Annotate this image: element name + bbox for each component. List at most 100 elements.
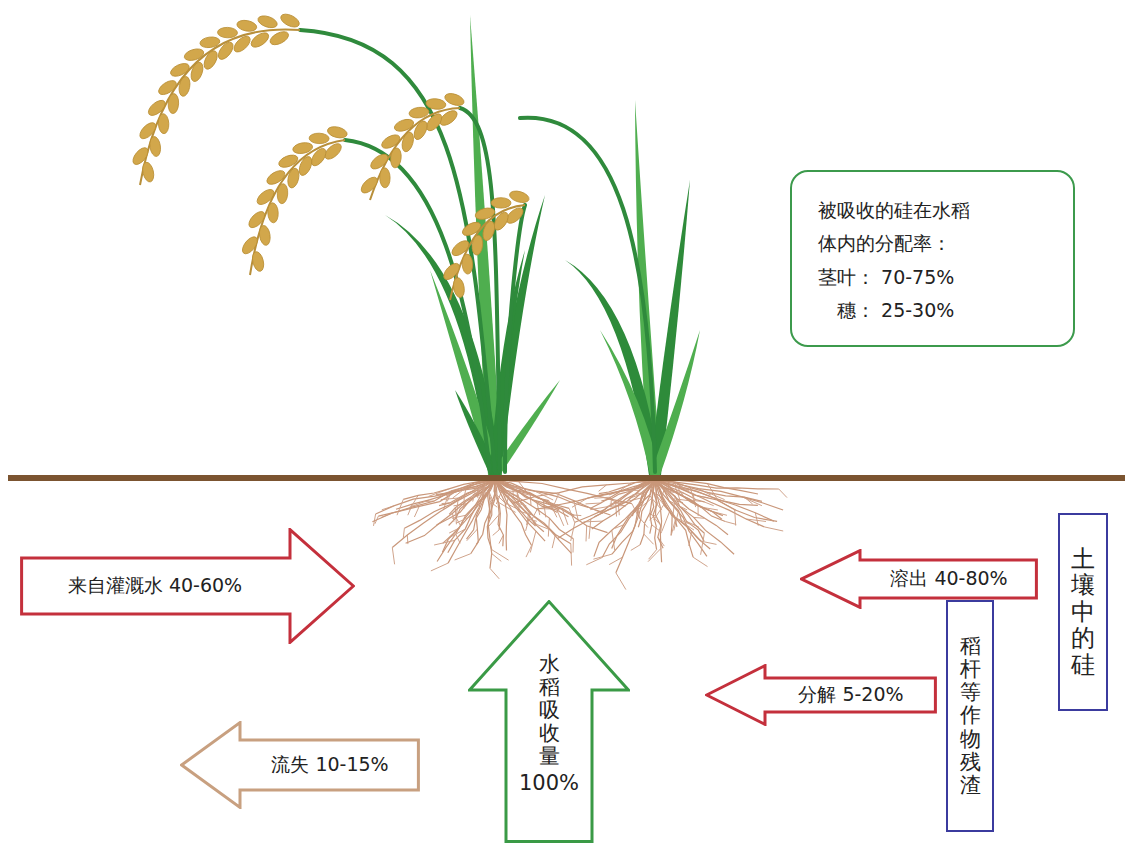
root-branch <box>648 549 661 562</box>
root-branch <box>586 526 588 542</box>
root-branch <box>573 539 574 553</box>
rice-grain <box>268 29 291 47</box>
rice-grain <box>279 11 302 29</box>
root-strand <box>376 480 495 514</box>
rice-grain <box>267 203 278 224</box>
node-label: 茎叶： 70-75% <box>818 261 1053 294</box>
node-label: 来自灌溉水 40-60% <box>68 573 242 599</box>
rice-grain <box>251 251 266 273</box>
panicle-axis <box>450 205 525 300</box>
root-branch <box>725 522 736 525</box>
panicle-stem <box>300 30 495 472</box>
arrow-text-area: 分解 5-20% <box>765 678 937 712</box>
root-branch <box>375 516 379 524</box>
root-branch <box>701 533 705 555</box>
rice-grain <box>236 19 258 33</box>
uptake-arrow: 水稻吸收量100% <box>468 600 630 843</box>
panicle-axis <box>250 140 345 275</box>
rice-grain <box>326 125 348 140</box>
root-branch <box>392 548 394 565</box>
root-strand <box>437 480 495 562</box>
root-branch <box>548 518 549 537</box>
rice-grain <box>178 76 192 98</box>
root-strand <box>487 480 495 568</box>
rice-grain <box>292 141 314 155</box>
rice-grain <box>286 167 301 189</box>
rice-grain <box>256 14 278 30</box>
rice-grain <box>189 61 205 83</box>
rice-roots <box>372 480 787 590</box>
root-branch <box>626 490 639 491</box>
inflow-arrow: 分解 5-20% <box>705 664 937 726</box>
root-branch <box>735 510 736 526</box>
rice-leaf <box>650 330 700 475</box>
root-branch <box>552 535 555 549</box>
panicle-stem <box>505 205 525 472</box>
inflow-arrow: 溶出 40-80% <box>800 549 1038 609</box>
inflow-arrow: 来自灌溉水 40-60% <box>20 528 355 644</box>
root-strand <box>655 480 723 516</box>
root-branch <box>455 554 471 560</box>
root-branch <box>764 527 783 531</box>
rice-grain <box>491 198 511 209</box>
root-strand <box>602 480 655 558</box>
root-strand <box>495 480 507 551</box>
root-branch <box>652 525 662 533</box>
root-strand <box>655 480 701 541</box>
arrow-outline <box>707 666 936 725</box>
rice-grain <box>393 117 415 133</box>
root-branch <box>618 502 619 515</box>
node-label: 穗： 25-30% <box>837 294 1053 327</box>
root-branch <box>693 557 707 566</box>
root-strand <box>655 480 707 556</box>
root-branch <box>450 529 465 537</box>
root-branch <box>669 501 687 510</box>
rice-grain <box>400 131 415 153</box>
root-branch <box>632 492 644 495</box>
rice-grain <box>309 133 329 144</box>
rice-grain <box>258 225 271 246</box>
rice-grain <box>425 98 446 110</box>
distribution-box: 被吸收的硅在水稻体内的分配率：茎叶： 70-75%穗： 25-30% <box>790 170 1075 347</box>
root-branch <box>452 515 466 518</box>
rice-grain <box>201 49 220 72</box>
rice-grain <box>462 254 473 274</box>
node-label: 稻杆等作物残渣 <box>960 635 981 797</box>
root-branch <box>654 504 665 520</box>
root-strand <box>594 480 655 557</box>
rice-leaf <box>565 260 661 475</box>
root-strand <box>592 480 655 529</box>
root-branch <box>434 540 455 545</box>
root-branch <box>397 499 403 515</box>
root-strand <box>558 480 655 538</box>
rice-grain <box>277 153 299 170</box>
arrow-outline <box>470 602 629 842</box>
root-strand <box>495 480 573 539</box>
rice-grain <box>380 168 391 188</box>
source-box: 土壤中的硅 <box>1058 513 1108 711</box>
arrow-outline <box>22 530 354 643</box>
rice-grain <box>408 106 429 119</box>
rice-grain <box>443 91 465 108</box>
root-strand <box>436 480 495 495</box>
arrow-text-area: 溶出 40-80% <box>860 560 1038 598</box>
node-label: 被吸收的硅在水稻体内的分配率： <box>818 194 978 261</box>
node-label: 100% <box>519 769 579 798</box>
root-strand <box>655 480 722 519</box>
root-branch <box>453 488 466 498</box>
arrow-outline <box>182 723 419 808</box>
rice-grain <box>158 113 169 133</box>
source-box: 稻杆等作物残渣 <box>946 600 994 832</box>
rice-grain <box>452 277 466 298</box>
root-branch <box>644 534 654 544</box>
node-label: 溶出 40-80% <box>890 566 1007 592</box>
rice-grain <box>474 206 496 221</box>
arrow-text-area: 来自灌溉水 40-60% <box>20 558 290 614</box>
rice-grain <box>168 93 180 114</box>
panicle-stem <box>520 118 655 472</box>
root-branch <box>649 550 657 560</box>
node-label: 流失 10-15% <box>271 752 388 778</box>
root-branch <box>641 519 648 527</box>
rice-grain <box>481 220 497 242</box>
